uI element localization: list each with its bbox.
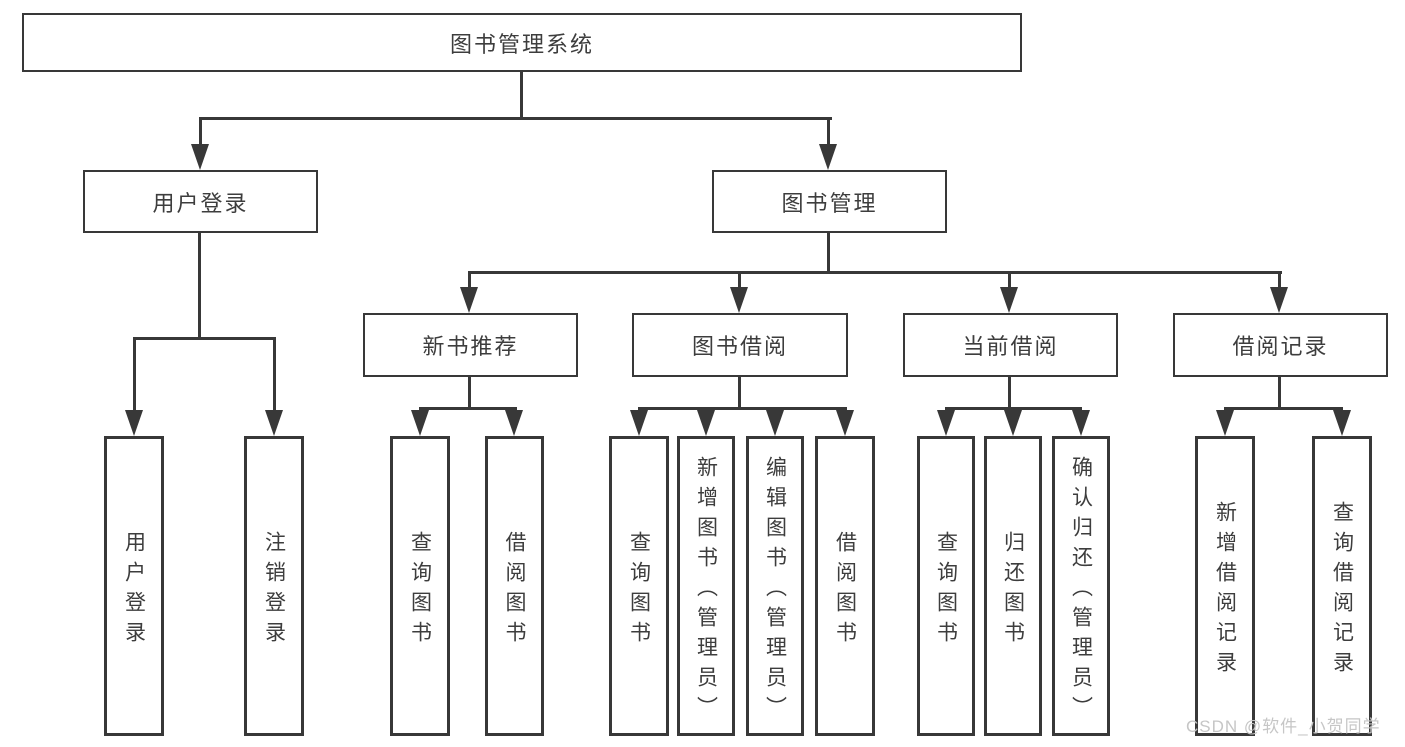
connector-line bbox=[199, 117, 832, 120]
node-label: 图书借阅 bbox=[691, 334, 788, 359]
leaf-borrowing-add-books-admin: 新增图书（管理员） bbox=[677, 436, 735, 736]
arrow-down-icon bbox=[730, 287, 748, 313]
leaf-current-return-books: 归还图书 bbox=[984, 436, 1042, 736]
connector-line bbox=[827, 117, 830, 147]
arrow-down-icon bbox=[819, 144, 837, 170]
arrow-down-icon bbox=[1004, 410, 1022, 436]
connector-line bbox=[738, 377, 741, 410]
node-borrowing-records: 借阅记录 bbox=[1173, 313, 1388, 377]
node-label: 图书管理系统 bbox=[449, 31, 594, 57]
node-current-borrowing: 当前借阅 bbox=[903, 313, 1118, 377]
leaf-label: 查询图书 bbox=[934, 531, 958, 651]
leaf-label: 借阅图书 bbox=[833, 531, 857, 651]
arrow-down-icon bbox=[411, 410, 429, 436]
connector-line bbox=[199, 117, 202, 147]
arrow-down-icon bbox=[1270, 287, 1288, 313]
leaf-label: 查询图书 bbox=[408, 531, 432, 651]
connector-line bbox=[520, 72, 523, 118]
leaf-borrowing-edit-books-admin: 编辑图书（管理员） bbox=[746, 436, 804, 736]
node-label: 新书推荐 bbox=[422, 334, 519, 359]
arrow-down-icon bbox=[697, 410, 715, 436]
connector-line bbox=[1278, 377, 1281, 410]
connector-line bbox=[945, 407, 1082, 410]
arrow-down-icon bbox=[191, 144, 209, 170]
arrow-down-icon bbox=[125, 410, 143, 436]
connector-line bbox=[827, 233, 830, 274]
connector-line bbox=[419, 407, 517, 410]
connector-line bbox=[133, 337, 136, 414]
arrow-down-icon bbox=[630, 410, 648, 436]
arrow-down-icon bbox=[1000, 287, 1018, 313]
connector-line bbox=[638, 407, 847, 410]
leaf-label: 查询借阅记录 bbox=[1330, 501, 1354, 681]
node-new-book-recommend: 新书推荐 bbox=[363, 313, 578, 377]
node-user-login: 用户登录 bbox=[83, 170, 318, 233]
arrow-down-icon bbox=[1072, 410, 1090, 436]
arrow-down-icon bbox=[505, 410, 523, 436]
connector-line bbox=[1224, 407, 1343, 410]
csdn-watermark: CSDN @软件_小贺同学 bbox=[1186, 717, 1381, 736]
connector-line bbox=[1008, 377, 1011, 410]
arrow-down-icon bbox=[937, 410, 955, 436]
arrow-down-icon bbox=[1216, 410, 1234, 436]
arrow-down-icon bbox=[460, 287, 478, 313]
leaf-newbook-borrow-books: 借阅图书 bbox=[485, 436, 544, 736]
leaf-user-login: 用户登录 bbox=[104, 436, 164, 736]
leaf-label: 确认归还（管理员） bbox=[1069, 456, 1093, 726]
node-library-management-system: 图书管理系统 bbox=[22, 13, 1022, 72]
leaf-current-query-books: 查询图书 bbox=[917, 436, 975, 736]
leaf-label: 新增图书（管理员） bbox=[694, 456, 718, 726]
leaf-label: 归还图书 bbox=[1001, 531, 1025, 651]
connector-line bbox=[468, 271, 471, 289]
leaf-label: 注销登录 bbox=[262, 531, 286, 651]
leaf-records-add-record: 新增借阅记录 bbox=[1195, 436, 1255, 736]
connector-line bbox=[468, 271, 1282, 274]
node-book-management: 图书管理 bbox=[712, 170, 947, 233]
leaf-current-confirm-return-admin: 确认归还（管理员） bbox=[1052, 436, 1110, 736]
arrow-down-icon bbox=[1333, 410, 1351, 436]
arrow-down-icon bbox=[766, 410, 784, 436]
leaf-label: 编辑图书（管理员） bbox=[763, 456, 787, 726]
node-label: 用户登录 bbox=[152, 190, 249, 216]
leaf-records-query-record: 查询借阅记录 bbox=[1312, 436, 1372, 736]
arrow-down-icon bbox=[265, 410, 283, 436]
leaf-logout: 注销登录 bbox=[244, 436, 304, 736]
connector-line bbox=[468, 377, 471, 410]
leaf-borrowing-query-books: 查询图书 bbox=[609, 436, 669, 736]
connector-line bbox=[1008, 271, 1011, 289]
node-label: 借阅记录 bbox=[1232, 334, 1329, 359]
arrow-down-icon bbox=[836, 410, 854, 436]
leaf-label: 借阅图书 bbox=[503, 531, 526, 651]
leaf-label: 用户登录 bbox=[122, 531, 146, 651]
leaf-label: 新增借阅记录 bbox=[1213, 501, 1237, 681]
connector-line bbox=[273, 337, 276, 414]
connector-line bbox=[738, 271, 741, 289]
connector-line bbox=[198, 233, 201, 340]
connector-line bbox=[133, 337, 276, 340]
leaf-newbook-query-books: 查询图书 bbox=[390, 436, 450, 736]
node-label: 图书管理 bbox=[781, 190, 878, 216]
node-book-borrowing: 图书借阅 bbox=[632, 313, 848, 377]
leaf-borrowing-borrow-books: 借阅图书 bbox=[815, 436, 875, 736]
node-label: 当前借阅 bbox=[962, 334, 1059, 359]
connector-line bbox=[1278, 271, 1281, 289]
leaf-label: 查询图书 bbox=[627, 531, 651, 651]
